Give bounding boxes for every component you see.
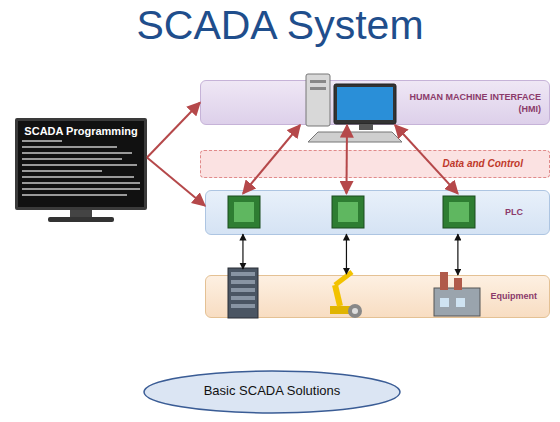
node-label: Basic SCADA Solutions <box>143 383 401 398</box>
programming-monitor: SCADA Programming <box>15 118 147 210</box>
hmi-band: HUMAN MACHINE INTERFACE (HMI) <box>200 80 550 125</box>
node-label: PLC <box>505 207 523 217</box>
connector-arrow <box>147 158 205 206</box>
monitor-stand <box>48 210 114 222</box>
node-label: Equipment <box>491 291 538 301</box>
node-label: SCADA Programming <box>18 125 144 137</box>
plc-band: PLC <box>205 190 550 235</box>
node-label: HUMAN MACHINE INTERFACE (HMI) <box>391 91 541 115</box>
data-control-band: Data and Control <box>200 150 550 178</box>
connector-arrow <box>457 234 458 275</box>
connector-arrow <box>242 234 243 269</box>
connector-arrow <box>147 103 200 158</box>
node-label: Data and Control <box>442 158 523 169</box>
equipment-band: Equipment <box>205 275 550 318</box>
connector-arrow <box>346 234 347 274</box>
diagram-title: SCADA System <box>0 0 560 50</box>
solutions-ellipse: Basic SCADA Solutions <box>143 370 401 414</box>
